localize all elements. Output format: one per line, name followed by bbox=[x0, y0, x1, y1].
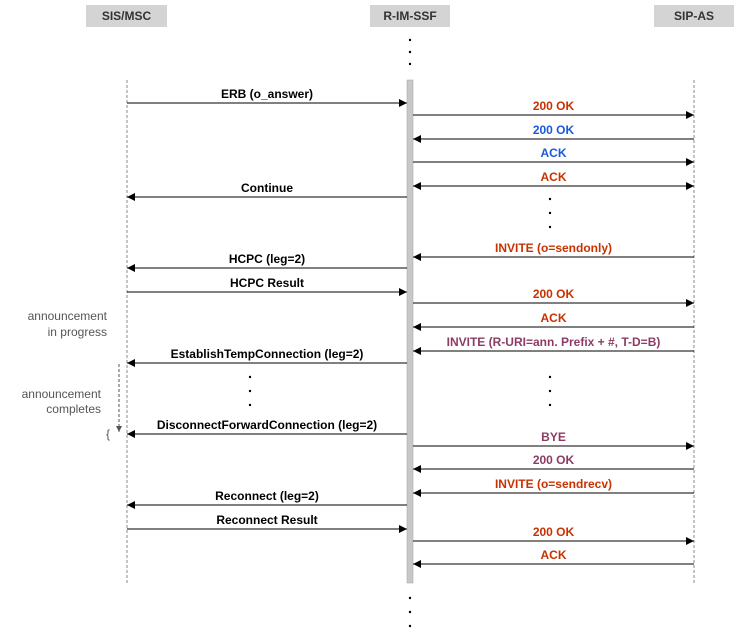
message-label: HCPC (leg=2) bbox=[229, 252, 305, 266]
participant-sis: SIS/MSC bbox=[86, 5, 167, 27]
message-label: ACK bbox=[541, 311, 567, 325]
participant-sipas-label: SIP-AS bbox=[674, 9, 714, 23]
message-label: ACK bbox=[541, 146, 567, 160]
message-label: HCPC Result bbox=[230, 276, 304, 290]
message-label: Reconnect (leg=2) bbox=[215, 489, 319, 503]
message-2: 200 OK bbox=[413, 123, 694, 143]
dot bbox=[548, 197, 552, 201]
message-label: 200 OK bbox=[533, 453, 575, 467]
message-label: INVITE (R-URI=ann. Prefix + #, T-D=B) bbox=[447, 335, 661, 349]
participant-imssf-box bbox=[370, 5, 450, 27]
participant-sipas-box bbox=[654, 5, 734, 27]
message-label: 200 OK bbox=[533, 525, 575, 539]
message-20: ACK bbox=[413, 548, 694, 568]
message-label: INVITE (o=sendrecv) bbox=[495, 477, 612, 491]
message-19: 200 OK bbox=[413, 525, 694, 545]
message-17: Reconnect (leg=2) bbox=[127, 489, 407, 509]
message-14: BYE bbox=[413, 430, 694, 450]
dot bbox=[408, 62, 412, 66]
note-line: in progress bbox=[48, 325, 107, 339]
message-label: 200 OK bbox=[533, 287, 575, 301]
note-announcement-completes: announcement completes bbox=[22, 387, 102, 416]
dot bbox=[548, 389, 552, 393]
message-13: DisconnectForwardConnection (leg=2) bbox=[127, 418, 407, 438]
message-11: INVITE (R-URI=ann. Prefix + #, T-D=B) bbox=[413, 335, 694, 355]
message-12: EstablishTempConnection (leg=2) bbox=[127, 347, 407, 367]
message-label: ACK bbox=[541, 170, 567, 184]
message-4: ACK bbox=[413, 170, 694, 190]
messages: ERB (o_answer) 200 OK 200 OK ACK ACK Continue… bbox=[127, 87, 694, 568]
activation-bar-imssf bbox=[406, 79, 414, 584]
note-line: announcement bbox=[28, 309, 108, 323]
brace-icon: { bbox=[106, 427, 110, 441]
dot bbox=[248, 375, 252, 379]
message-label: BYE bbox=[541, 430, 566, 444]
message-18: Reconnect Result bbox=[127, 513, 407, 533]
dot bbox=[548, 211, 552, 215]
participant-sis-label: SIS/MSC bbox=[102, 9, 152, 23]
dot bbox=[248, 403, 252, 407]
participant-sis-box bbox=[86, 5, 167, 27]
message-8: HCPC Result bbox=[127, 276, 407, 296]
dot bbox=[248, 389, 252, 393]
dot bbox=[548, 403, 552, 407]
message-label: DisconnectForwardConnection (leg=2) bbox=[157, 418, 377, 432]
dot bbox=[408, 50, 412, 54]
dot bbox=[408, 610, 412, 614]
message-0: ERB (o_answer) bbox=[127, 87, 407, 107]
message-7: HCPC (leg=2) bbox=[127, 252, 407, 272]
dot bbox=[548, 225, 552, 229]
message-15: 200 OK bbox=[413, 453, 694, 473]
message-10: ACK bbox=[413, 311, 694, 331]
message-label: EstablishTempConnection (leg=2) bbox=[171, 347, 364, 361]
message-1: 200 OK bbox=[413, 99, 694, 119]
message-label: Reconnect Result bbox=[216, 513, 317, 527]
message-6: INVITE (o=sendonly) bbox=[413, 241, 694, 261]
message-3: ACK bbox=[413, 146, 694, 166]
continuation-dots bbox=[248, 38, 552, 628]
message-label: 200 OK bbox=[533, 99, 575, 113]
participant-sipas: SIP-AS bbox=[654, 5, 734, 27]
note-line: completes bbox=[46, 402, 101, 416]
dot bbox=[408, 596, 412, 600]
dot bbox=[548, 375, 552, 379]
message-label: ERB (o_answer) bbox=[221, 87, 313, 101]
message-9: 200 OK bbox=[413, 287, 694, 307]
message-16: INVITE (o=sendrecv) bbox=[413, 477, 694, 497]
message-label: Continue bbox=[241, 181, 293, 195]
participant-imssf: R-IM-SSF bbox=[370, 5, 450, 27]
note-announcement-in-progress: announcement in progress bbox=[28, 309, 108, 339]
message-label: 200 OK bbox=[533, 123, 575, 137]
dot bbox=[408, 624, 412, 628]
message-label: INVITE (o=sendonly) bbox=[495, 241, 612, 255]
note-line: announcement bbox=[22, 387, 102, 401]
participant-imssf-label: R-IM-SSF bbox=[383, 9, 436, 23]
message-5: Continue bbox=[127, 181, 407, 201]
dot bbox=[408, 38, 412, 42]
message-label: ACK bbox=[541, 548, 567, 562]
